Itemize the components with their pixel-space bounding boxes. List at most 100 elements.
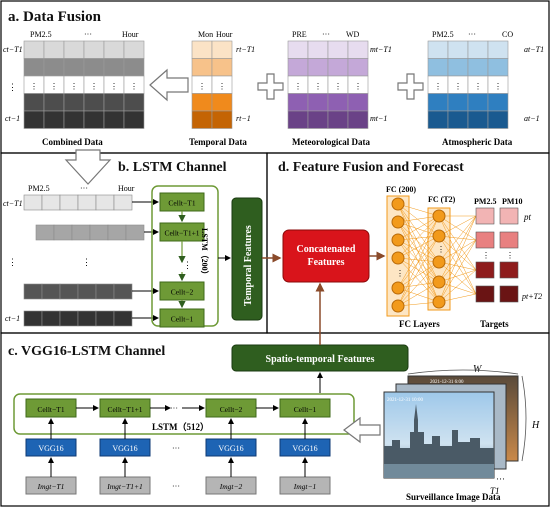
fc-edge bbox=[397, 287, 440, 303]
grid-cell-dots: ⋮ bbox=[334, 82, 342, 91]
fc-edge bbox=[438, 261, 477, 295]
combined-row-bottom: ct−1 bbox=[5, 114, 20, 123]
grid-cell bbox=[123, 110, 145, 129]
input-cell bbox=[77, 310, 97, 327]
temporal-row-bottom: rt−1 bbox=[236, 114, 251, 123]
surveillance-label: Surveillance Image Data bbox=[406, 492, 501, 502]
temporal-data-label: Temporal Data bbox=[189, 137, 247, 147]
target-p-bottom: pt+T2 bbox=[521, 292, 542, 301]
fc-edge bbox=[397, 257, 440, 263]
atmo-row-bottom: at−1 bbox=[524, 114, 540, 123]
grid-cell bbox=[467, 58, 489, 77]
atmo-header-right: CO bbox=[502, 30, 513, 39]
combined-row-top: ct−T1 bbox=[3, 45, 23, 54]
chain-ellipsis: ··· bbox=[170, 404, 178, 413]
combined-data-label: Combined Data bbox=[42, 137, 103, 147]
fc2-node bbox=[432, 209, 446, 223]
fc1-node bbox=[391, 215, 405, 229]
fc1-node bbox=[391, 281, 405, 295]
input-cell bbox=[125, 224, 145, 241]
fc2-node bbox=[432, 229, 446, 243]
temporal-header-right: Hour bbox=[216, 30, 233, 39]
width-label: W bbox=[473, 364, 483, 375]
grid-cell bbox=[43, 58, 65, 77]
grid-cell-dots: ⋮ bbox=[110, 82, 118, 91]
grid-cell-dots: ⋮ bbox=[130, 82, 138, 91]
grid-cell bbox=[123, 93, 145, 112]
input-cell bbox=[77, 283, 97, 300]
panel-c-title: c. VGG16-LSTM Channel bbox=[8, 344, 165, 359]
grid-cell bbox=[211, 58, 233, 77]
grid-cell bbox=[211, 40, 233, 59]
input-cell bbox=[59, 310, 79, 327]
grid-cell bbox=[23, 58, 45, 77]
fc1-node bbox=[391, 299, 405, 313]
grid-cell bbox=[191, 58, 213, 77]
combined-data-grid: ⋮⋮⋮⋮⋮⋮ bbox=[23, 40, 145, 129]
grid-cell bbox=[83, 93, 105, 112]
lstm512-cell bbox=[279, 398, 331, 418]
fc-edge bbox=[397, 301, 440, 307]
input-cell bbox=[107, 224, 127, 241]
lstm-cell-label: Cellt−1 bbox=[171, 315, 194, 324]
chain-ellipsis: ··· bbox=[172, 444, 180, 453]
fc-edge bbox=[438, 215, 477, 295]
lstm-header-dots: ··· bbox=[80, 184, 88, 193]
target-grid: ⋮⋮ bbox=[475, 207, 519, 303]
meteo-row-bottom: mt−1 bbox=[370, 114, 387, 123]
fc-edge bbox=[397, 281, 440, 289]
temporal-header-left: Mon bbox=[198, 30, 213, 39]
fc-edge bbox=[397, 203, 440, 263]
grid-cell bbox=[63, 110, 85, 129]
input-cell bbox=[71, 224, 91, 241]
grid-cell bbox=[211, 93, 233, 112]
grid-cell bbox=[347, 93, 369, 112]
fc-edge bbox=[438, 269, 477, 303]
input-cell bbox=[53, 224, 73, 241]
grid-cell-dots: ⋮ bbox=[198, 82, 206, 91]
fc2-node bbox=[432, 255, 446, 269]
lstm-512-container bbox=[13, 393, 355, 435]
input-cell bbox=[95, 310, 115, 327]
lstm-row-bottom: ct−1 bbox=[5, 314, 20, 323]
grid-cell bbox=[103, 93, 125, 112]
target-cell bbox=[475, 261, 495, 279]
grid-cell bbox=[327, 110, 349, 129]
vgg16-label: VGG16 bbox=[218, 444, 243, 453]
grid-cell bbox=[287, 40, 309, 59]
target-dots: ⋮ bbox=[506, 251, 514, 260]
fc-edge bbox=[397, 235, 440, 259]
lstm-grid-dots: ⋮ bbox=[82, 257, 91, 267]
grid-cell bbox=[307, 93, 329, 112]
image-input-label: Imgt−2 bbox=[219, 482, 243, 491]
fc-edge bbox=[397, 215, 440, 223]
input-cell bbox=[23, 283, 43, 300]
fc2-node bbox=[432, 275, 446, 289]
chain-ellipsis: ··· bbox=[172, 482, 180, 491]
grid-cell bbox=[487, 58, 509, 77]
lstm512-cell-label: Cellt−1 bbox=[294, 405, 317, 414]
grid-cell-dots: ⋮ bbox=[294, 82, 302, 91]
fc-edge bbox=[438, 239, 477, 263]
meteorological-data-label: Meteorological Data bbox=[292, 137, 371, 147]
input-cell bbox=[113, 283, 133, 300]
lstm-cell-label: Cellt−T1 bbox=[168, 199, 195, 208]
grid-cell bbox=[287, 93, 309, 112]
width-brace bbox=[407, 369, 519, 375]
fc-edge bbox=[438, 215, 477, 237]
merge-arrow-icon bbox=[149, 68, 189, 102]
surveillance-image-stack bbox=[383, 375, 519, 479]
target-cell bbox=[475, 207, 495, 225]
grid-cell bbox=[63, 93, 85, 112]
grid-cell-dots: ⋮ bbox=[434, 82, 442, 91]
vgg-lstm-chain: Cellt−T1VGG16Imgt−T1Cellt−T1+1VGG16Imgt−… bbox=[25, 398, 331, 495]
grid-cell bbox=[23, 93, 45, 112]
fc-edge bbox=[438, 235, 477, 295]
atmo-header-left: PM2.5 bbox=[432, 30, 454, 39]
grid-cell bbox=[43, 40, 65, 59]
fc-edge bbox=[438, 239, 477, 303]
lstm-512-label: LSTM（512） bbox=[152, 422, 209, 432]
vgg16-label: VGG16 bbox=[112, 444, 137, 453]
fc-edge bbox=[397, 257, 440, 283]
lstm-cell-label: Cellt−2 bbox=[171, 288, 194, 297]
